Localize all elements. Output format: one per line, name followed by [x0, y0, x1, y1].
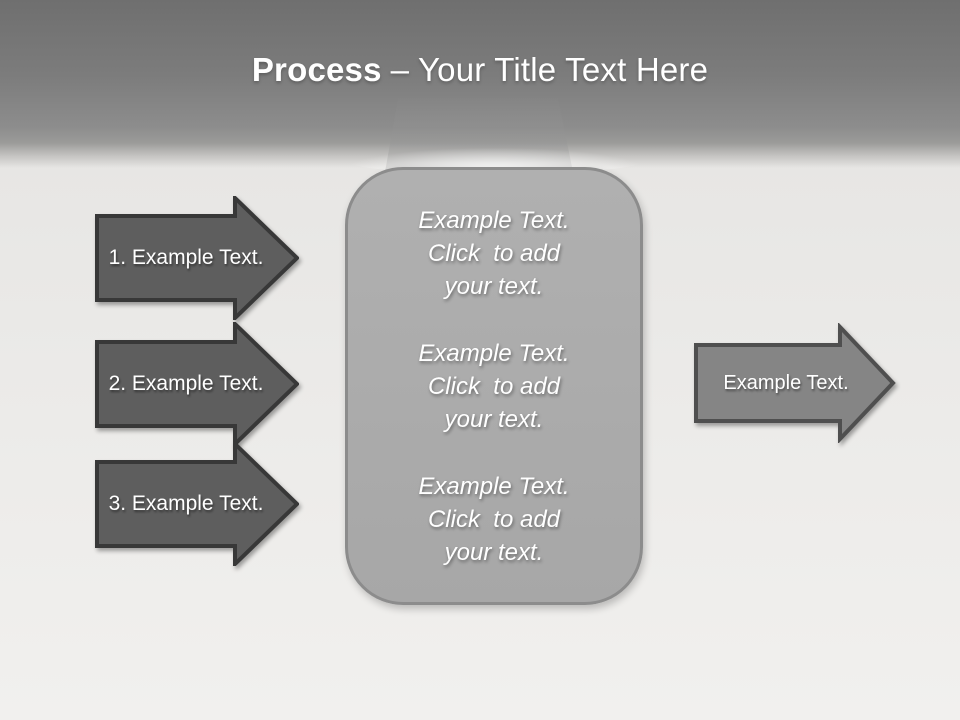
- right-arrow-shape-icon: [95, 442, 299, 566]
- placeholder-text-3[interactable]: Example Text. Click to add your text.: [418, 472, 570, 566]
- result-arrow[interactable]: Example Text.: [694, 323, 896, 443]
- step-1-label: 1. Example Text.: [108, 246, 264, 269]
- title-regular-text: – Your Title Text Here: [390, 51, 709, 88]
- step-2-label: 2. Example Text.: [108, 372, 264, 395]
- process-step-arrow-3[interactable]: 3. Example Text.: [95, 442, 299, 566]
- title-bold-text: Process: [251, 51, 382, 88]
- right-arrow-shape-icon: [694, 323, 896, 443]
- content-box[interactable]: Example Text. Click to add your text. Ex…: [345, 167, 643, 605]
- process-step-arrow-1[interactable]: 1. Example Text.: [95, 196, 299, 320]
- result-arrow-label: Example Text.: [723, 371, 849, 394]
- right-arrow-shape-icon: [95, 322, 299, 446]
- header-band: [0, 0, 960, 168]
- slide-title[interactable]: Process– Your Title Text Here: [0, 50, 960, 90]
- placeholder-text-1[interactable]: Example Text. Click to add your text.: [418, 206, 570, 300]
- step-3-label: 3. Example Text.: [108, 492, 264, 515]
- right-arrow-shape-icon: [95, 196, 299, 320]
- process-step-arrow-2[interactable]: 2. Example Text.: [95, 322, 299, 446]
- placeholder-text-2[interactable]: Example Text. Click to add your text.: [418, 339, 570, 433]
